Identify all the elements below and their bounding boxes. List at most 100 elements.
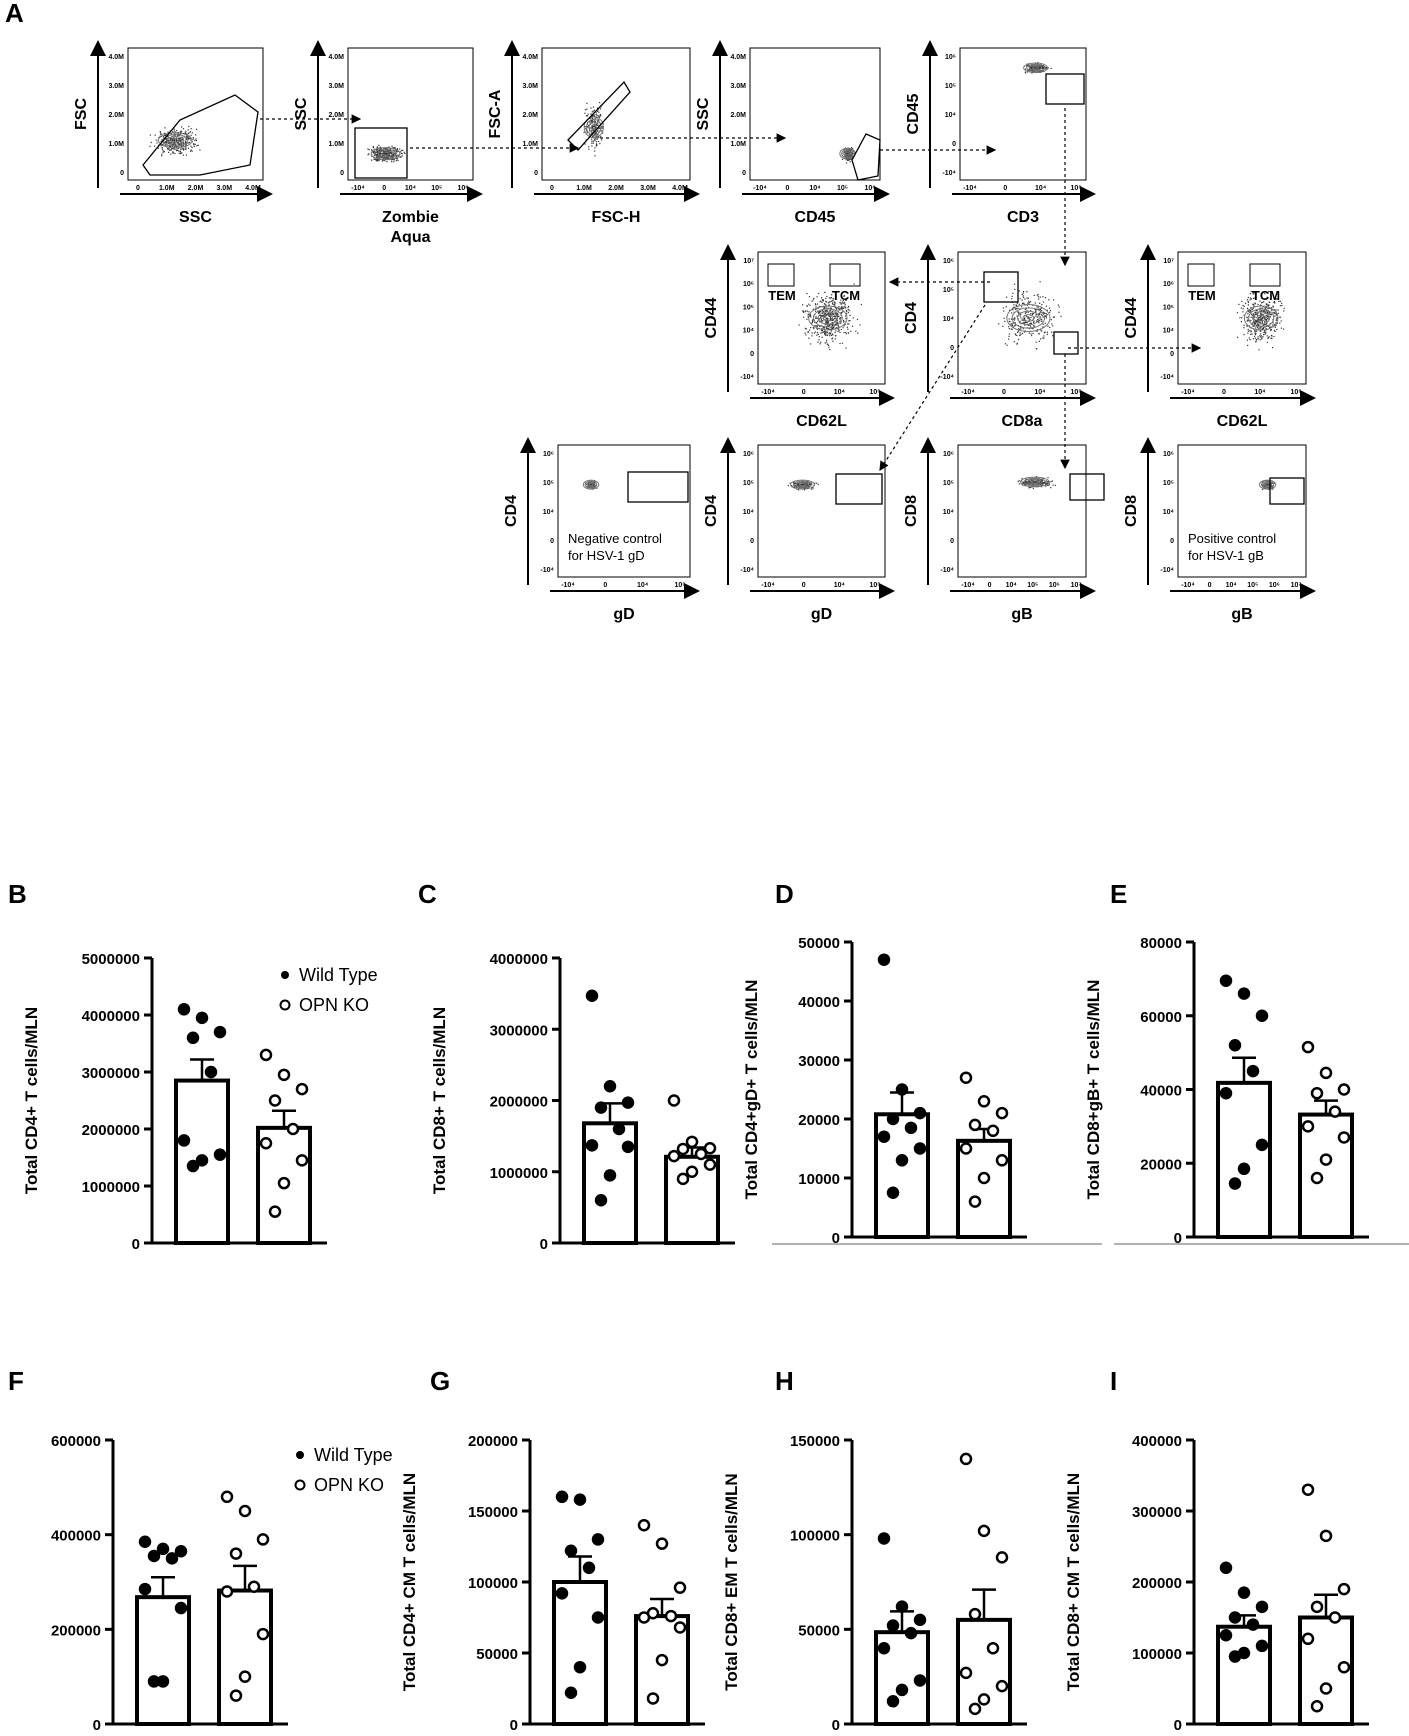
scatter-events [583, 102, 604, 157]
panel-letter: I [1110, 1366, 1117, 1396]
y-axis-title: CD44 [703, 297, 720, 338]
data-point [995, 1679, 1009, 1693]
y-tick-label: 10⁴ [743, 328, 755, 335]
data-point [986, 1124, 1000, 1138]
x-tick-label: 0 [802, 582, 806, 589]
y-tick-label: 4.0M [328, 54, 344, 61]
panel-letter: B [8, 879, 27, 909]
y-tick-label: 10⁵ [743, 480, 754, 487]
data-point [220, 1490, 234, 1504]
y-tick-label: 0 [93, 1717, 101, 1734]
y-tick-label: 150000 [468, 1504, 518, 1521]
y-tick-label: 60000 [1140, 1009, 1182, 1026]
panel-letter: F [8, 1366, 24, 1396]
density-contours [1023, 62, 1049, 74]
data-point [995, 1551, 1009, 1564]
data-point [968, 1195, 982, 1208]
data-point [147, 1675, 161, 1688]
data-point [1219, 1561, 1233, 1575]
legend-marker-opn-ko [279, 999, 291, 1011]
data-point [1237, 1586, 1251, 1599]
data-point [637, 1518, 651, 1532]
y-tick-label: 10⁴ [945, 112, 957, 119]
x-tick-label: 10⁶ [457, 185, 468, 192]
data-point [277, 1176, 291, 1190]
x-tick-label: 10⁵ [837, 185, 848, 192]
data-point [1228, 1039, 1242, 1052]
control-note: for HSV-1 gB [1188, 548, 1264, 563]
data-point [886, 1695, 900, 1708]
data-point [655, 1653, 669, 1667]
x-tick-label: -10⁴ [351, 185, 365, 192]
data-point [603, 1080, 617, 1093]
data-point [147, 1549, 161, 1563]
data-point [1219, 1086, 1233, 1100]
data-point [895, 1083, 909, 1096]
x-tick-label: 10⁴ [1034, 389, 1046, 396]
data-point [621, 1096, 635, 1109]
x-tick-label: 10⁶ [1269, 582, 1280, 589]
data-point [238, 1670, 252, 1683]
gate-label-tem: TEM [768, 288, 795, 303]
data-point [594, 1101, 608, 1114]
x-axis-title: Zombie [382, 209, 439, 226]
x-tick-label: 10⁵ [1247, 582, 1258, 589]
y-tick-label: 10⁶ [743, 451, 754, 458]
y-tick-label: 0 [750, 538, 754, 545]
data-point [959, 1071, 973, 1084]
y-tick-label: 10⁷ [743, 258, 754, 265]
legend-label-wild-type: Wild Type [299, 965, 378, 985]
gate-outline [1069, 473, 1105, 501]
legend-marker-opn-ko [294, 1479, 306, 1491]
data-point [986, 1642, 1000, 1655]
y-tick-label: 10⁶ [1163, 281, 1174, 288]
plot-frame [557, 444, 691, 578]
plot-frame [347, 47, 474, 181]
data-point [886, 1186, 900, 1199]
plot-frame [957, 444, 1087, 578]
legend-marker-wild-type [296, 1451, 304, 1459]
x-tick-label: -10⁴ [961, 389, 975, 396]
data-point [229, 1689, 243, 1702]
data-point [195, 1011, 209, 1025]
y-tick-label: 1.0M [522, 141, 538, 148]
plot-frame [127, 47, 264, 181]
x-tick-label: 4.0M [672, 185, 688, 192]
x-tick-label: -10⁴ [961, 582, 975, 589]
data-point [555, 1587, 569, 1600]
y-tick-label: 10⁴ [743, 509, 755, 516]
y-tick-label: -10⁴ [1160, 374, 1174, 381]
control-note: Positive control [1188, 531, 1276, 546]
y-tick-label: 10⁶ [943, 451, 954, 458]
plot-frame [541, 47, 691, 181]
density-contours [839, 147, 856, 160]
data-point [213, 1148, 227, 1161]
plot-frame [1177, 251, 1307, 385]
x-tick-label: 0 [1222, 389, 1226, 396]
y-axis-title: SSC [695, 97, 712, 130]
gate-outline [1053, 331, 1079, 355]
y-tick-label: 100000 [468, 1575, 518, 1592]
data-point [886, 1619, 900, 1632]
data-point [256, 1533, 270, 1546]
data-point [186, 1159, 200, 1173]
y-tick-label: 3.0M [730, 83, 746, 90]
gate-outline [983, 271, 1019, 303]
y-tick-label: 10⁵ [543, 480, 554, 487]
data-point [1237, 1162, 1251, 1176]
bar-opn-ko [634, 1614, 690, 1726]
y-axis-title: Total CD4+gD+ T cells/MLN [742, 980, 761, 1200]
data-point [1255, 1009, 1269, 1022]
data-point [1237, 987, 1251, 1000]
data-point [959, 1452, 973, 1466]
y-tick-label: 0 [952, 141, 956, 148]
